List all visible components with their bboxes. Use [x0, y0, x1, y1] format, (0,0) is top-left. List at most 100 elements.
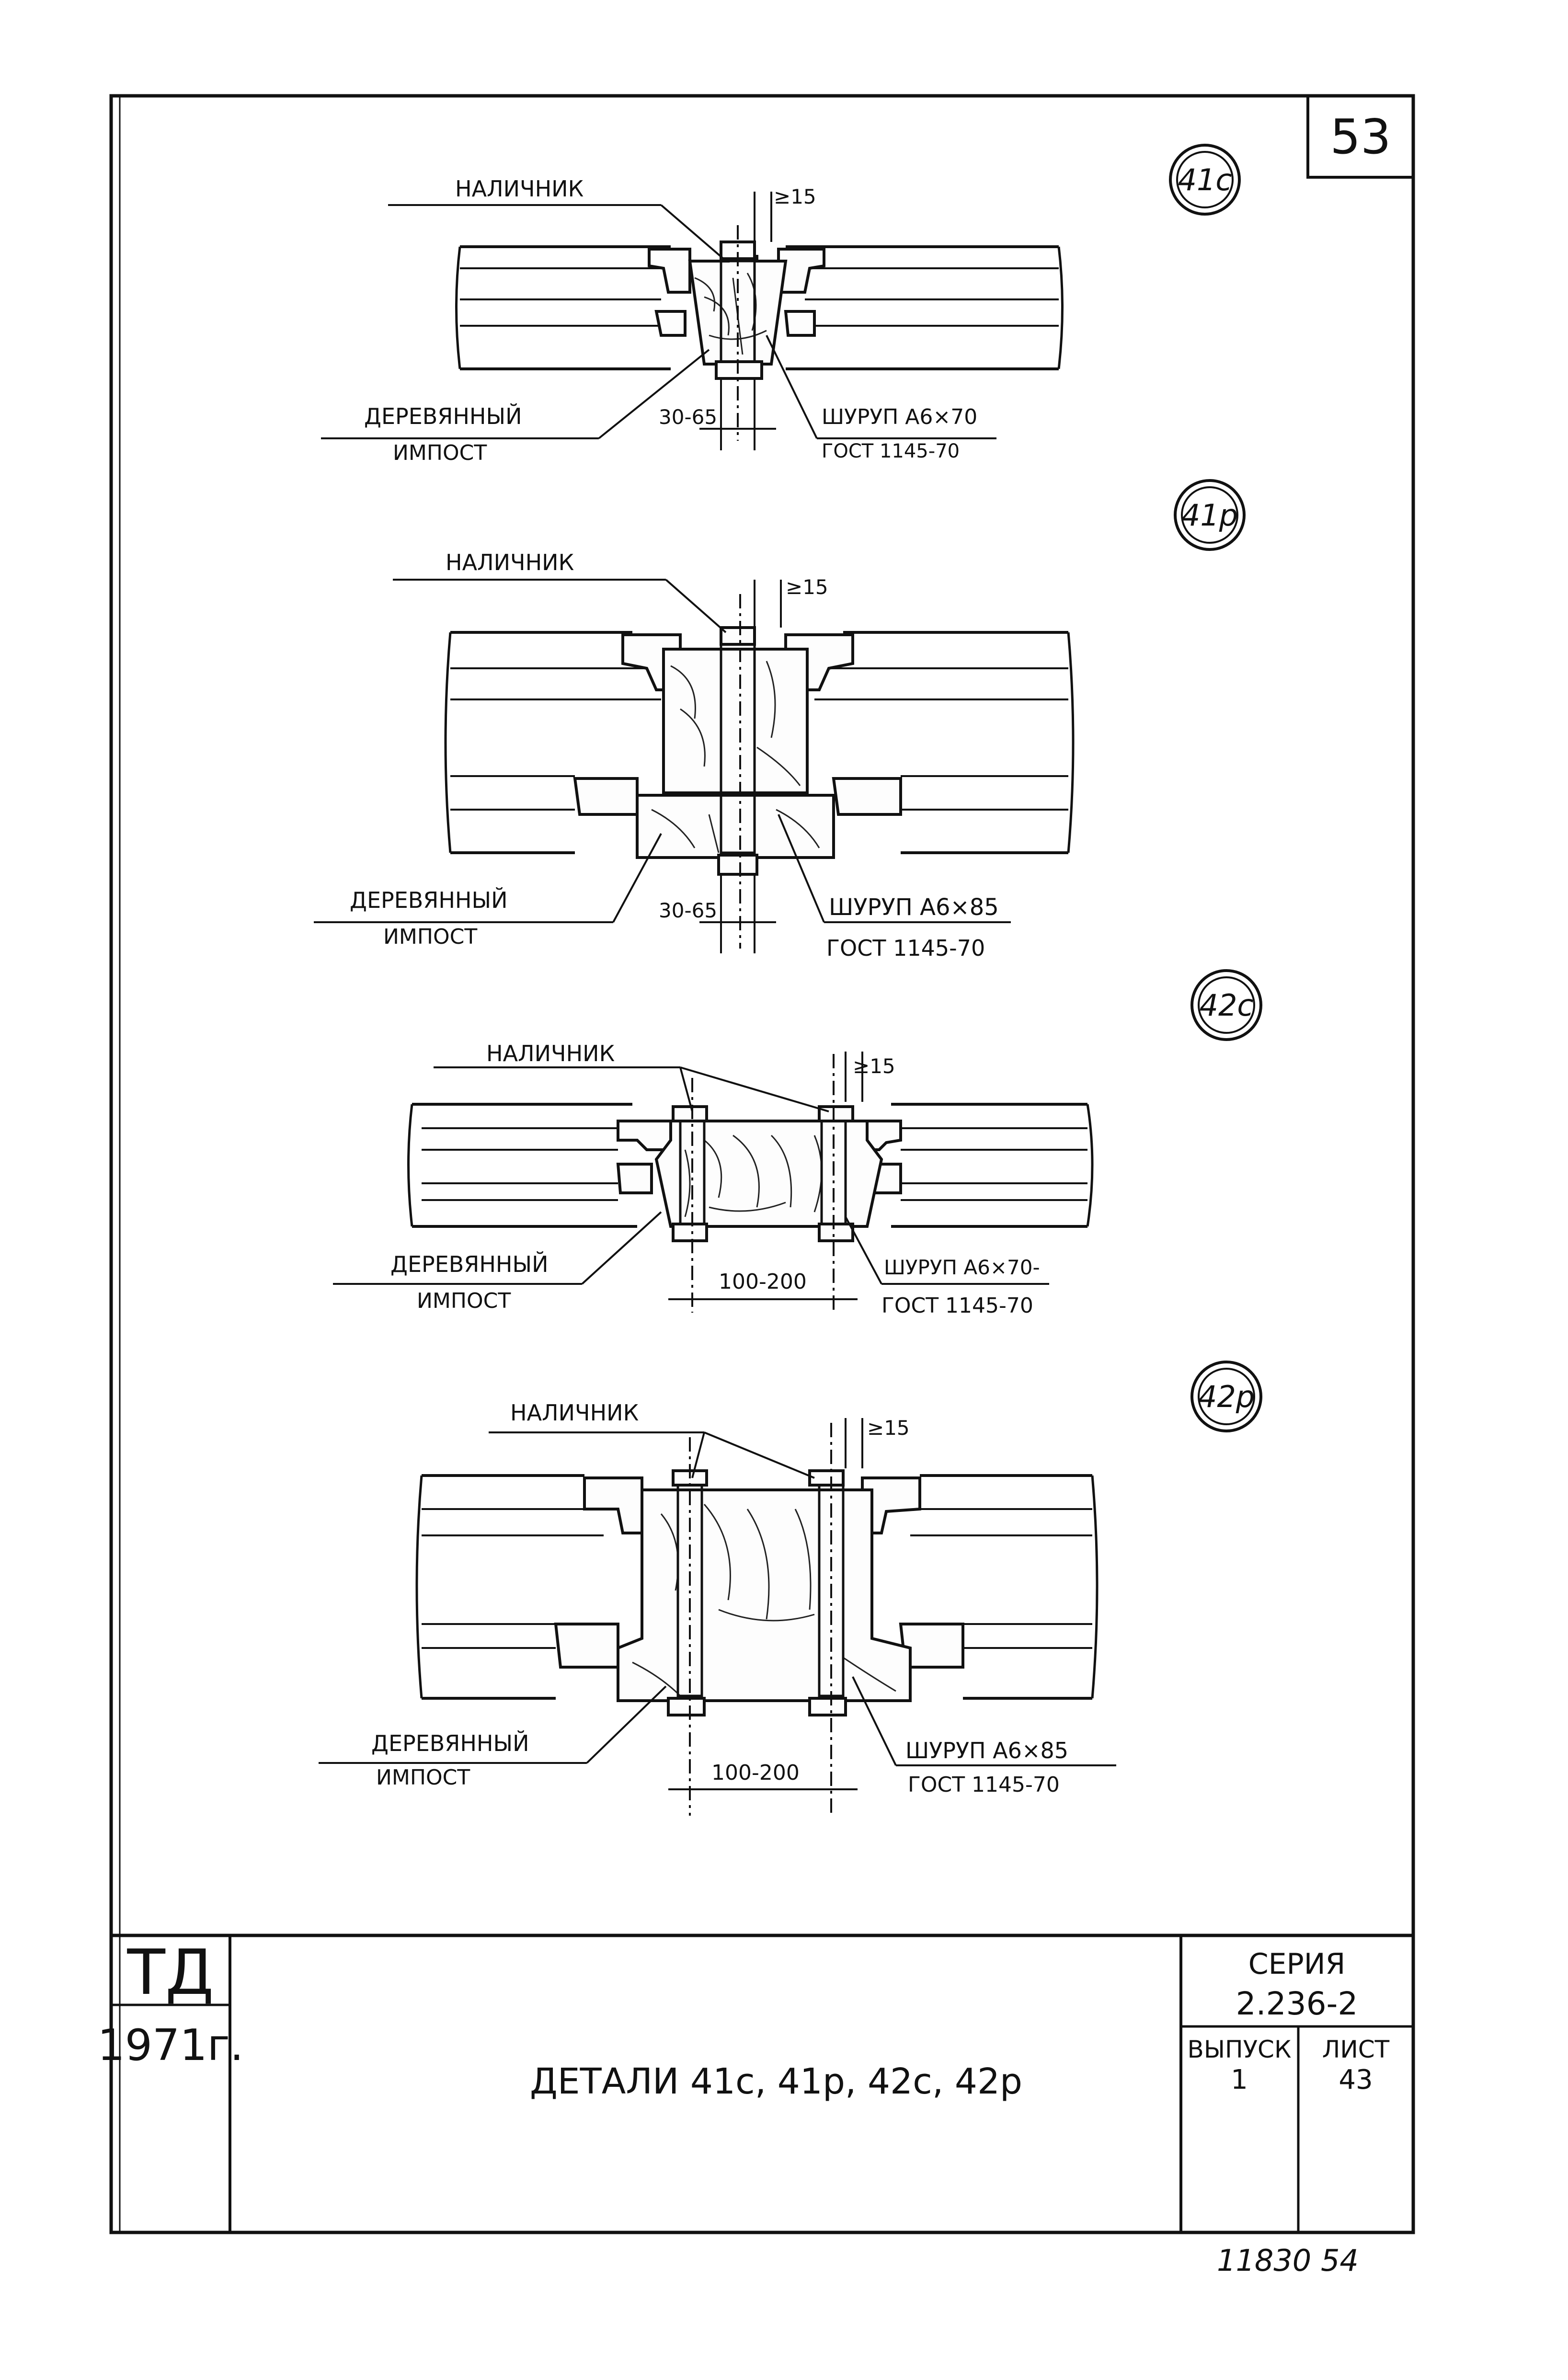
- detail-42c: 42с: [333, 969, 1262, 1318]
- trim-cap: [808, 1697, 847, 1716]
- leader-screw: ШУРУП А6×70- ГОСТ 1145-70: [845, 1216, 1049, 1318]
- leader-impost: ДЕРЕВЯННЫЙ ИМПОСТ: [314, 833, 662, 949]
- dimension-width-value: 100-200: [711, 1761, 800, 1785]
- label-impost-line2: ИМПОСТ: [393, 441, 487, 465]
- detail-marker-41c: 41с: [1169, 144, 1241, 216]
- dimension-width-value: 30-65: [659, 405, 717, 429]
- glazing-bead-left: [617, 1120, 672, 1151]
- dimension-gap: ≥15: [754, 575, 828, 628]
- glazing-bead-left: [583, 1476, 643, 1534]
- wooden-impost-41p: [636, 594, 835, 949]
- glazing-bead-left-lower: [554, 1623, 619, 1669]
- label-nalichnik: НАЛИЧНИК: [510, 1400, 639, 1426]
- label-screw: ШУРУП А6×85: [905, 1738, 1068, 1763]
- label-screw: ШУРУП А6×85: [829, 894, 999, 921]
- label-impost-line1: ДЕРЕВЯННЫЙ: [371, 1730, 529, 1756]
- label-screw-gost: ГОСТ 1145-70: [822, 440, 960, 462]
- dimension-width-value: 30-65: [659, 899, 717, 922]
- dimension-gap-value: ≥15: [774, 185, 816, 208]
- glazing-bead-left-lower: [654, 310, 687, 337]
- leader-screw: ШУРУП А6×85 ГОСТ 1145-70: [852, 1676, 1116, 1797]
- label-impost-line1: ДЕРЕВЯННЫЙ: [390, 1251, 549, 1277]
- wooden-impost-42c: [654, 1054, 883, 1313]
- dimension-gap-value: ≥15: [867, 1416, 910, 1440]
- glazing-bead-left: [648, 248, 691, 294]
- label-screw: ШУРУП А6×70: [822, 405, 977, 429]
- label-impost-line2: ИМПОСТ: [383, 925, 477, 949]
- label-impost-line1: ДЕРЕВЯННЫЙ: [350, 887, 508, 913]
- glazing-bead-left-lower: [573, 777, 639, 816]
- glazing-bead-right-lower: [784, 310, 816, 337]
- label-screw-gost: ГОСТ 1145-70: [881, 1293, 1033, 1318]
- trim-cap-top: [808, 1469, 845, 1487]
- leader-nalichnik: НАЛИЧНИК: [388, 176, 724, 260]
- detail-marker-label: 41р: [1181, 498, 1238, 533]
- wooden-impost-41c: [688, 225, 788, 441]
- year: 1971г.: [98, 2020, 244, 2071]
- detail-41p: 41р: [314, 479, 1246, 961]
- frame-profile-lines: [407, 1103, 1094, 1228]
- leader-nalichnik: НАЛИЧНИК: [393, 549, 727, 633]
- label-screw: ШУРУП А6×70-: [884, 1256, 1040, 1279]
- detail-41c: 41с: [321, 144, 1241, 465]
- dimension-gap-value: ≥15: [786, 575, 828, 599]
- label-nalichnik: НАЛИЧНИК: [455, 176, 584, 202]
- sheet-title: ДЕТАЛИ 41с, 41р, 42с, 42р: [530, 2061, 1022, 2102]
- trim-cap: [715, 360, 763, 380]
- dimension-width: 100-200: [668, 1761, 858, 1790]
- label-nalichnik: НАЛИЧНИК: [446, 549, 574, 575]
- leader-impost: ДЕРЕВЯННЫЙ ИМПОСТ: [333, 1211, 662, 1313]
- label-impost-line2: ИМПОСТ: [376, 1765, 470, 1790]
- dimension-gap: ≥15: [754, 185, 816, 242]
- label-nalichnik: НАЛИЧНИК: [486, 1041, 615, 1066]
- label-screw-gost: ГОСТ 1145-70: [826, 935, 985, 961]
- footer-note: 11830 54: [1217, 2243, 1359, 2278]
- dimension-width: 30-65: [659, 874, 776, 953]
- dimension-width: 30-65: [659, 378, 776, 450]
- label-impost-line2: ИМПОСТ: [417, 1289, 511, 1313]
- trim-cap: [717, 854, 758, 876]
- sheet-number-box: 53: [1306, 94, 1415, 179]
- detail-marker-label: 42р: [1198, 1379, 1255, 1414]
- title-block: ТД 1971г. ДЕТАЛИ 41с, 41р, 42с, 42р СЕРИ…: [98, 1935, 1413, 2232]
- glazing-bead-left-lower: [616, 1163, 653, 1194]
- leader-impost: ДЕРЕВЯННЫЙ ИМПОСТ: [319, 1685, 667, 1790]
- detail-marker-label: 41с: [1178, 162, 1232, 197]
- issue-label: ВЫПУСК: [1188, 2036, 1292, 2063]
- detail-marker-42p: 42р: [1190, 1361, 1262, 1432]
- label-screw-gost: ГОСТ 1145-70: [908, 1773, 1060, 1797]
- issue-value: 1: [1231, 2064, 1248, 2095]
- frame-profile-lines: [455, 245, 1064, 370]
- trim-cap-top: [818, 1105, 854, 1122]
- dimension-gap: ≥15: [845, 1416, 910, 1468]
- frame-profile-lines: [415, 1474, 1099, 1700]
- dimension-width: 100-200: [668, 1270, 858, 1300]
- sheet-label: ЛИСТ: [1322, 2036, 1390, 2063]
- series-value: 2.236-2: [1236, 1985, 1358, 2022]
- series-label: СЕРИЯ: [1248, 1947, 1346, 1981]
- leader-nalichnik: НАЛИЧНИК: [489, 1400, 815, 1479]
- trim-cap: [672, 1223, 708, 1242]
- sheet-number: 53: [1330, 109, 1391, 165]
- leader-screw: ШУРУП А6×70 ГОСТ 1145-70: [766, 335, 996, 462]
- dimension-gap: ≥15: [845, 1052, 895, 1102]
- trim-cap-top: [720, 626, 756, 646]
- sheet-value: 43: [1339, 2064, 1373, 2095]
- wooden-impost-42p: [617, 1423, 912, 1816]
- leader-impost: ДЕРЕВЯННЫЙ ИМПОСТ: [321, 349, 710, 465]
- leader-screw: ШУРУП А6×85 ГОСТ 1145-70: [778, 814, 1011, 961]
- glazing-bead-right-lower: [832, 777, 902, 816]
- detail-marker-41p: 41р: [1174, 479, 1246, 551]
- drawing-frame: [109, 94, 1415, 2234]
- frame-profile-lines: [444, 631, 1075, 854]
- org-mark: ТД: [127, 1936, 214, 2009]
- dimension-gap-value: ≥15: [853, 1054, 895, 1078]
- label-impost-line1: ДЕРЕВЯННЫЙ: [364, 403, 522, 429]
- detail-42p: 42р: [319, 1361, 1262, 1816]
- leader-nalichnik: НАЛИЧНИК: [434, 1041, 829, 1112]
- detail-marker-42c: 42с: [1190, 969, 1262, 1041]
- trim-cap: [818, 1223, 854, 1242]
- trim-cap-top: [672, 1105, 708, 1122]
- trim-cap: [667, 1697, 706, 1716]
